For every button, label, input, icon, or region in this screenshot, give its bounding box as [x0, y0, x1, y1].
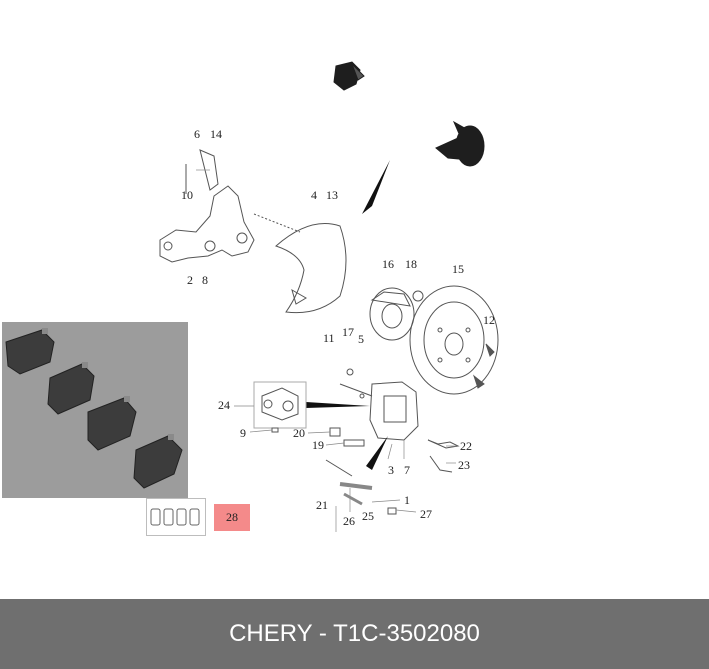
callout-8: 8 [202, 273, 208, 287]
dust-shield [275, 223, 347, 314]
callout-11: 11 [323, 331, 335, 345]
bracket-part-right [435, 120, 485, 167]
part-number-footer: CHERY - T1C-3502080 [0, 599, 709, 669]
callout-16: 16 [382, 257, 394, 271]
callout-1: 1 [404, 493, 410, 507]
callout-25: 25 [362, 509, 374, 523]
pointer-arrow-caliper [306, 402, 370, 408]
leader-lines [196, 169, 456, 532]
pad-set-icon [150, 508, 200, 526]
callout-5: 5 [358, 332, 364, 346]
callout-23: 23 [458, 458, 470, 472]
callout-2: 2 [187, 273, 193, 287]
callout-13: 13 [326, 188, 338, 202]
exploded-parts-diagram: 6 14 10 2 8 4 13 16 18 15 12 11 17 5 24 … [159, 61, 499, 532]
callout-19: 19 [312, 438, 324, 452]
hub-bearing [369, 287, 424, 341]
brake-pads-photo [2, 322, 188, 498]
callout-7: 7 [404, 463, 410, 477]
small-hardware [271, 427, 460, 515]
callout-26: 26 [343, 514, 355, 528]
pointer-arrow-upper [362, 160, 390, 214]
callout-4: 4 [311, 188, 317, 202]
callout-9: 9 [240, 426, 246, 440]
pad-set-thumbnail [146, 498, 206, 536]
callout-14: 14 [210, 127, 222, 141]
callout-15: 15 [452, 262, 464, 276]
brake-pads-illustration [2, 322, 188, 498]
callout-24: 24 [218, 398, 230, 412]
brake-disc [409, 285, 499, 395]
highlighted-part-number[interactable]: 28 [214, 504, 250, 531]
callout-27: 27 [420, 507, 432, 521]
callout-22: 22 [460, 439, 472, 453]
pointer-arrow-pads [366, 436, 388, 470]
caliper-housing-part [253, 381, 307, 429]
callout-3: 3 [388, 463, 394, 477]
callout-20: 20 [293, 426, 305, 440]
callout-12: 12 [483, 313, 495, 327]
steering-knuckle [159, 149, 301, 263]
callout-18: 18 [405, 257, 417, 271]
callout-21: 21 [316, 498, 328, 512]
callout-17: 17 [342, 325, 354, 339]
callout-6: 6 [194, 127, 200, 141]
brake-caliper [339, 368, 419, 441]
callout-10: 10 [181, 188, 193, 202]
bracket-part-top [333, 61, 365, 91]
